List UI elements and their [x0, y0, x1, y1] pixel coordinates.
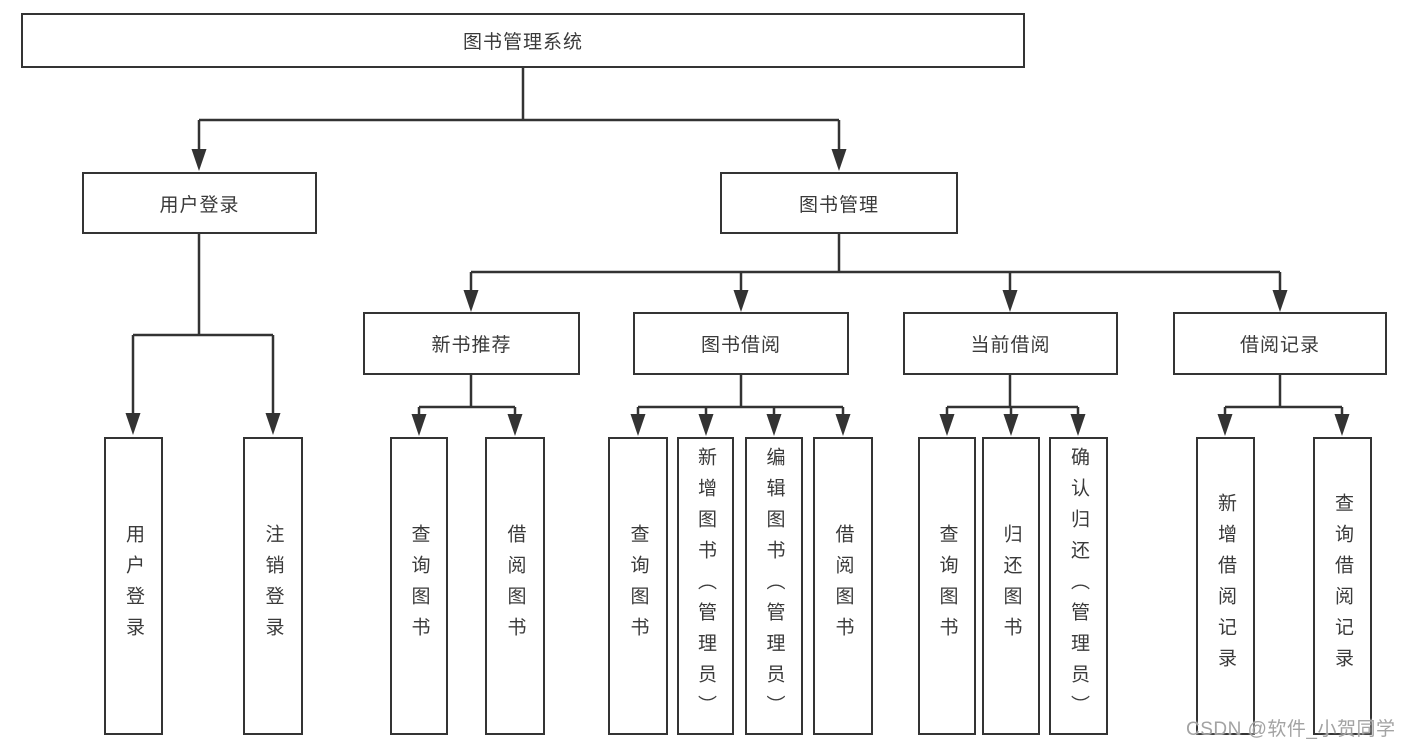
leaf-logout-label: 注销登录	[262, 524, 284, 648]
edge-current-borrow-to-leaves	[939, 375, 1086, 436]
node-root-library-system: 图书管理系统	[21, 13, 1025, 68]
leaf-borrow-books-label: 借阅图书	[832, 524, 854, 648]
leaf-user-login-label: 用户登录	[123, 524, 144, 648]
leaf-query-borrow-record: 查询借阅记录	[1313, 437, 1372, 735]
edge-root-to-level2	[191, 68, 847, 171]
leaf-edit-books-admin-label: 编辑图书（管理员）	[763, 446, 785, 726]
leaf-query-books-recommend: 查询图书	[390, 437, 448, 735]
csdn-watermark: CSDN @软件_小贺同学	[1186, 719, 1396, 740]
node-current-borrow: 当前借阅	[903, 312, 1118, 375]
node-user-login: 用户登录	[82, 172, 317, 234]
leaf-return-books: 归还图书	[982, 437, 1040, 735]
leaf-query-borrow-record-label: 查询借阅记录	[1332, 493, 1353, 679]
leaf-query-books-current: 查询图书	[918, 437, 976, 735]
node-new-book-recommend: 新书推荐	[363, 312, 580, 375]
leaf-confirm-return-admin: 确认归还（管理员）	[1049, 437, 1108, 735]
leaf-borrow-books-recommend-label: 借阅图书	[504, 524, 526, 648]
node-borrow-records-label: 借阅记录	[1239, 335, 1320, 356]
leaf-query-books-current-label: 查询图书	[936, 524, 958, 648]
leaf-logout: 注销登录	[243, 437, 303, 735]
edge-borrow-records-to-leaves	[1217, 375, 1350, 436]
leaf-add-borrow-record-label: 新增借阅记录	[1215, 493, 1236, 679]
node-current-borrow-label: 当前借阅	[970, 335, 1051, 356]
leaf-add-borrow-record: 新增借阅记录	[1196, 437, 1255, 735]
leaf-add-books-admin-label: 新增图书（管理员）	[695, 446, 716, 726]
leaf-query-books-borrow: 查询图书	[608, 437, 668, 735]
edge-book-borrow-to-leaves	[630, 375, 851, 436]
leaf-borrow-books: 借阅图书	[813, 437, 873, 735]
leaf-query-books-recommend-label: 查询图书	[408, 524, 430, 648]
node-new-book-recommend-label: 新书推荐	[431, 335, 512, 356]
node-book-borrow-label: 图书借阅	[700, 335, 781, 356]
edge-user-login-to-leaves	[125, 234, 281, 435]
node-borrow-records: 借阅记录	[1173, 312, 1387, 375]
edge-book-management-to-level3	[463, 234, 1288, 312]
node-root-label: 图书管理系统	[462, 32, 583, 53]
node-book-management-label: 图书管理	[798, 194, 879, 216]
node-book-borrow: 图书借阅	[633, 312, 849, 375]
leaf-query-books-borrow-label: 查询图书	[627, 524, 649, 648]
leaf-edit-books-admin: 编辑图书（管理员）	[745, 437, 803, 735]
leaf-return-books-label: 归还图书	[1000, 524, 1022, 648]
edge-new-book-recommend-to-leaves	[411, 375, 523, 436]
leaf-user-login: 用户登录	[104, 437, 163, 735]
leaf-add-books-admin: 新增图书（管理员）	[677, 437, 734, 735]
leaf-confirm-return-admin-label: 确认归还（管理员）	[1068, 446, 1089, 726]
node-user-login-label: 用户登录	[159, 194, 240, 216]
node-book-management: 图书管理	[720, 172, 958, 234]
leaf-borrow-books-recommend: 借阅图书	[485, 437, 545, 735]
